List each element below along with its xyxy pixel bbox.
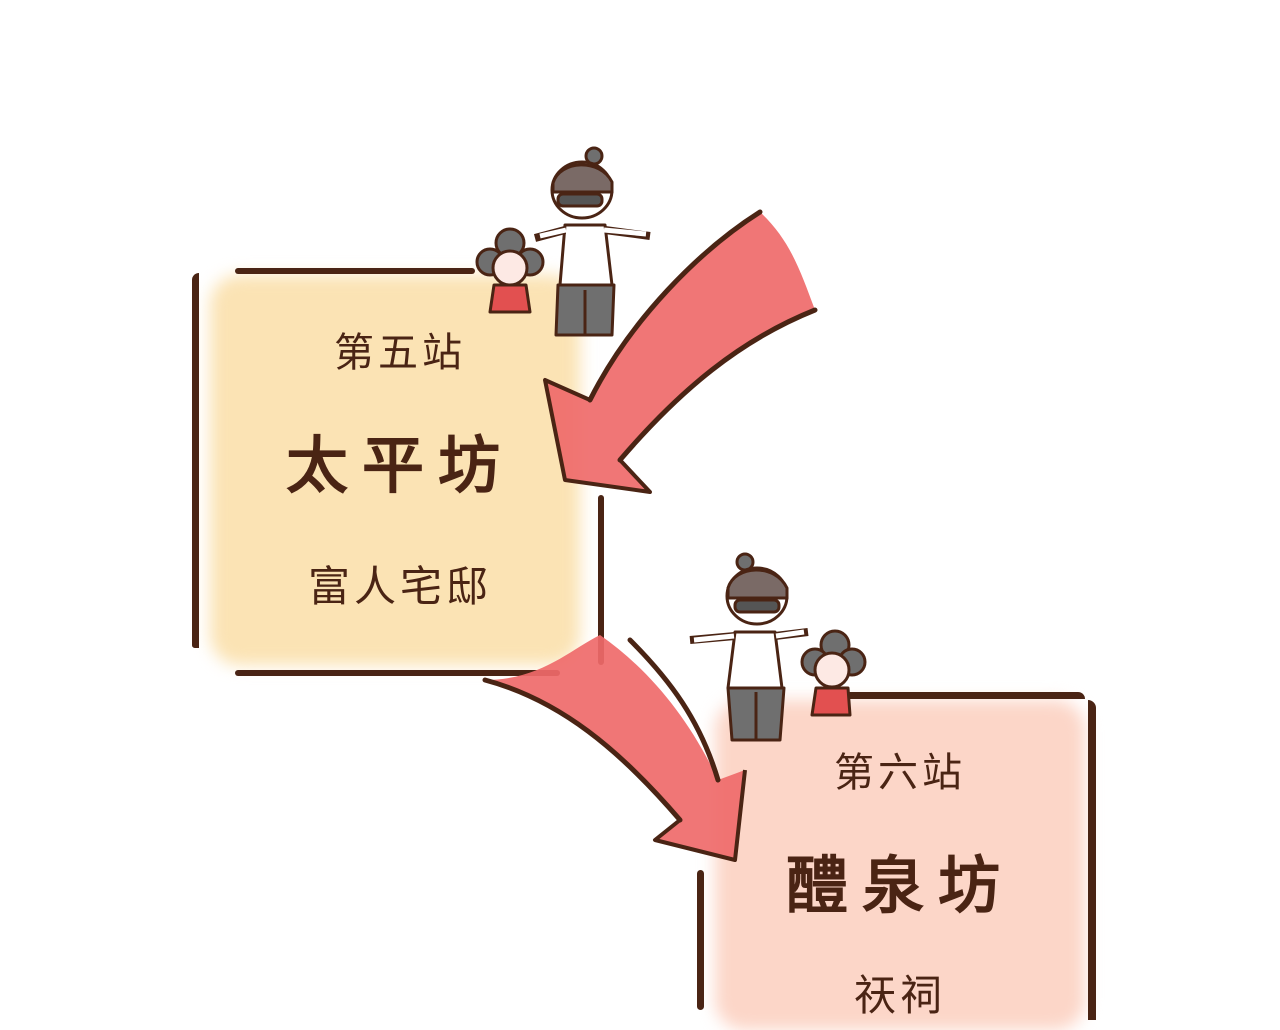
border-bottom	[235, 670, 560, 676]
station-5-label: 第五站	[334, 330, 466, 376]
border-right	[1088, 700, 1096, 1020]
station-card-6: 第六站 醴泉坊 祆祠	[695, 690, 1105, 1030]
child-character-icon	[800, 629, 867, 717]
border-left	[697, 870, 704, 1010]
characters-group-1	[475, 146, 651, 337]
station-5-name: 太平坊	[285, 429, 514, 502]
station-6-label: 第六站	[834, 750, 966, 796]
arrow-down-left-icon	[543, 209, 818, 494]
border-top	[845, 692, 1085, 699]
arrow-down-right-icon	[482, 635, 747, 862]
adult-character-icon	[533, 146, 651, 337]
station-5-description: 富人宅邸	[307, 562, 492, 611]
border-right	[598, 495, 604, 665]
adult-character-icon	[689, 552, 809, 742]
child-character-icon	[475, 227, 545, 314]
station-card-6-background	[715, 700, 1085, 1030]
station-6-name: 醴泉坊	[785, 849, 1014, 922]
station-card-5: 第五站 太平坊 富人宅邸	[190, 265, 610, 685]
station-card-5-background	[210, 275, 580, 665]
characters-group-2	[689, 552, 867, 742]
border-top	[235, 268, 475, 274]
border-left	[192, 273, 199, 648]
illustration-layer	[475, 146, 867, 862]
